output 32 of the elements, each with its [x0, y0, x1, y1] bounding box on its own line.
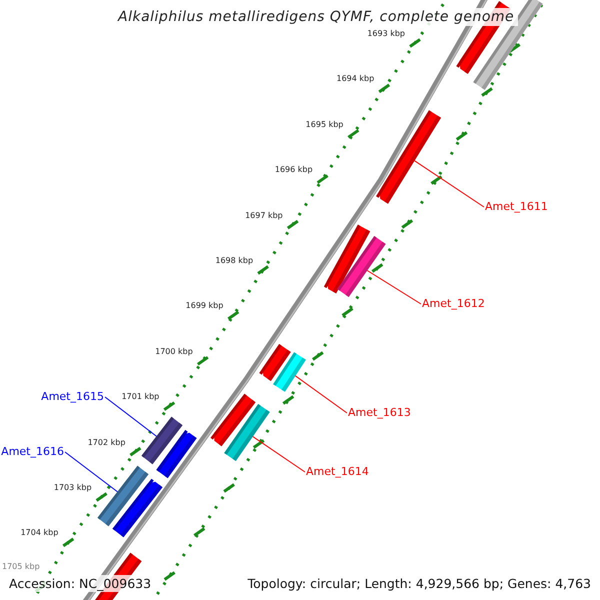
leader-line — [414, 160, 484, 208]
leader-line — [252, 436, 306, 472]
gene-feature — [273, 352, 306, 392]
gene-label: Amet_1613 — [348, 406, 411, 419]
scale-label: 1698 kbp — [215, 256, 254, 266]
scale-label: 1703 kbp — [54, 483, 92, 493]
gene-feature — [376, 110, 441, 204]
gene-label: Amet_1611 — [485, 200, 548, 213]
scale-label: 1696 kbp — [274, 165, 313, 176]
scale-label: 1700 kbp — [155, 346, 193, 357]
gene-feature — [112, 478, 162, 538]
gene-label: Amet_1614 — [306, 465, 369, 478]
scale-label: 1694 kbp — [336, 74, 374, 84]
leader-line — [294, 375, 348, 414]
gene-feature — [156, 430, 197, 478]
gene-feature — [337, 236, 386, 297]
gene-label: Amet_1616 — [1, 445, 64, 458]
scale-label: 1695 kbp — [306, 120, 344, 130]
scale-label: 1697 kbp — [245, 210, 283, 221]
scale-label: 1693 kbp — [367, 29, 405, 39]
scale-label: 1705 kbp — [2, 562, 40, 572]
scale-label: 1701 kbp — [122, 392, 160, 402]
scale-label: 1699 kbp — [186, 301, 224, 312]
gene-label: Amet_1612 — [422, 297, 485, 310]
gene-label: Amet_1615 — [41, 390, 104, 403]
leader-line — [64, 452, 118, 492]
gene-feature — [224, 404, 270, 461]
leader-line — [104, 396, 157, 437]
scale-label: 1704 kbp — [20, 528, 58, 538]
title: Alkaliphilus metalliredigens QYMF, complete genome — [114, 8, 518, 26]
leader-line — [366, 270, 422, 304]
scale-label: 1702 kbp — [88, 438, 126, 448]
